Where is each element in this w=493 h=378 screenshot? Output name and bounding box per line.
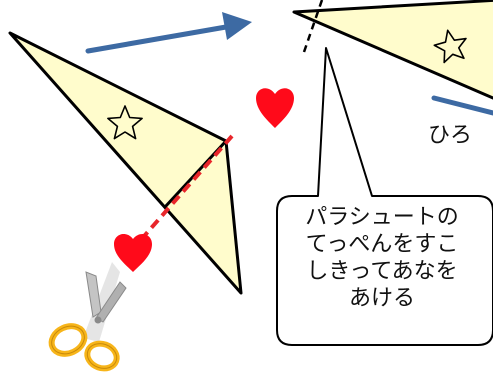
arrow-right-partial — [431, 95, 493, 116]
heart-icon — [114, 233, 152, 272]
callout-line-4: あける — [348, 286, 415, 311]
fold-line-right — [302, 0, 324, 53]
star-icon — [433, 29, 467, 64]
left-triangle — [8, 31, 243, 295]
callout-line-3: しきってあなを — [306, 259, 458, 284]
right-triangle — [292, 0, 493, 100]
callout-line-2: てっぺんをすこ — [305, 232, 459, 257]
callout-text: パラシュートの てっぺんをすこ しきってあなを あける — [282, 204, 482, 312]
partial-label: ひろ — [428, 123, 473, 148]
star-icon — [107, 105, 143, 140]
callout-bubble — [276, 47, 493, 346]
scissors-icon — [48, 262, 127, 372]
heart-icon — [256, 88, 294, 128]
arrow-icon — [85, 12, 252, 54]
cut-line-red — [136, 134, 234, 245]
callout-line-1: パラシュートの — [305, 205, 459, 230]
